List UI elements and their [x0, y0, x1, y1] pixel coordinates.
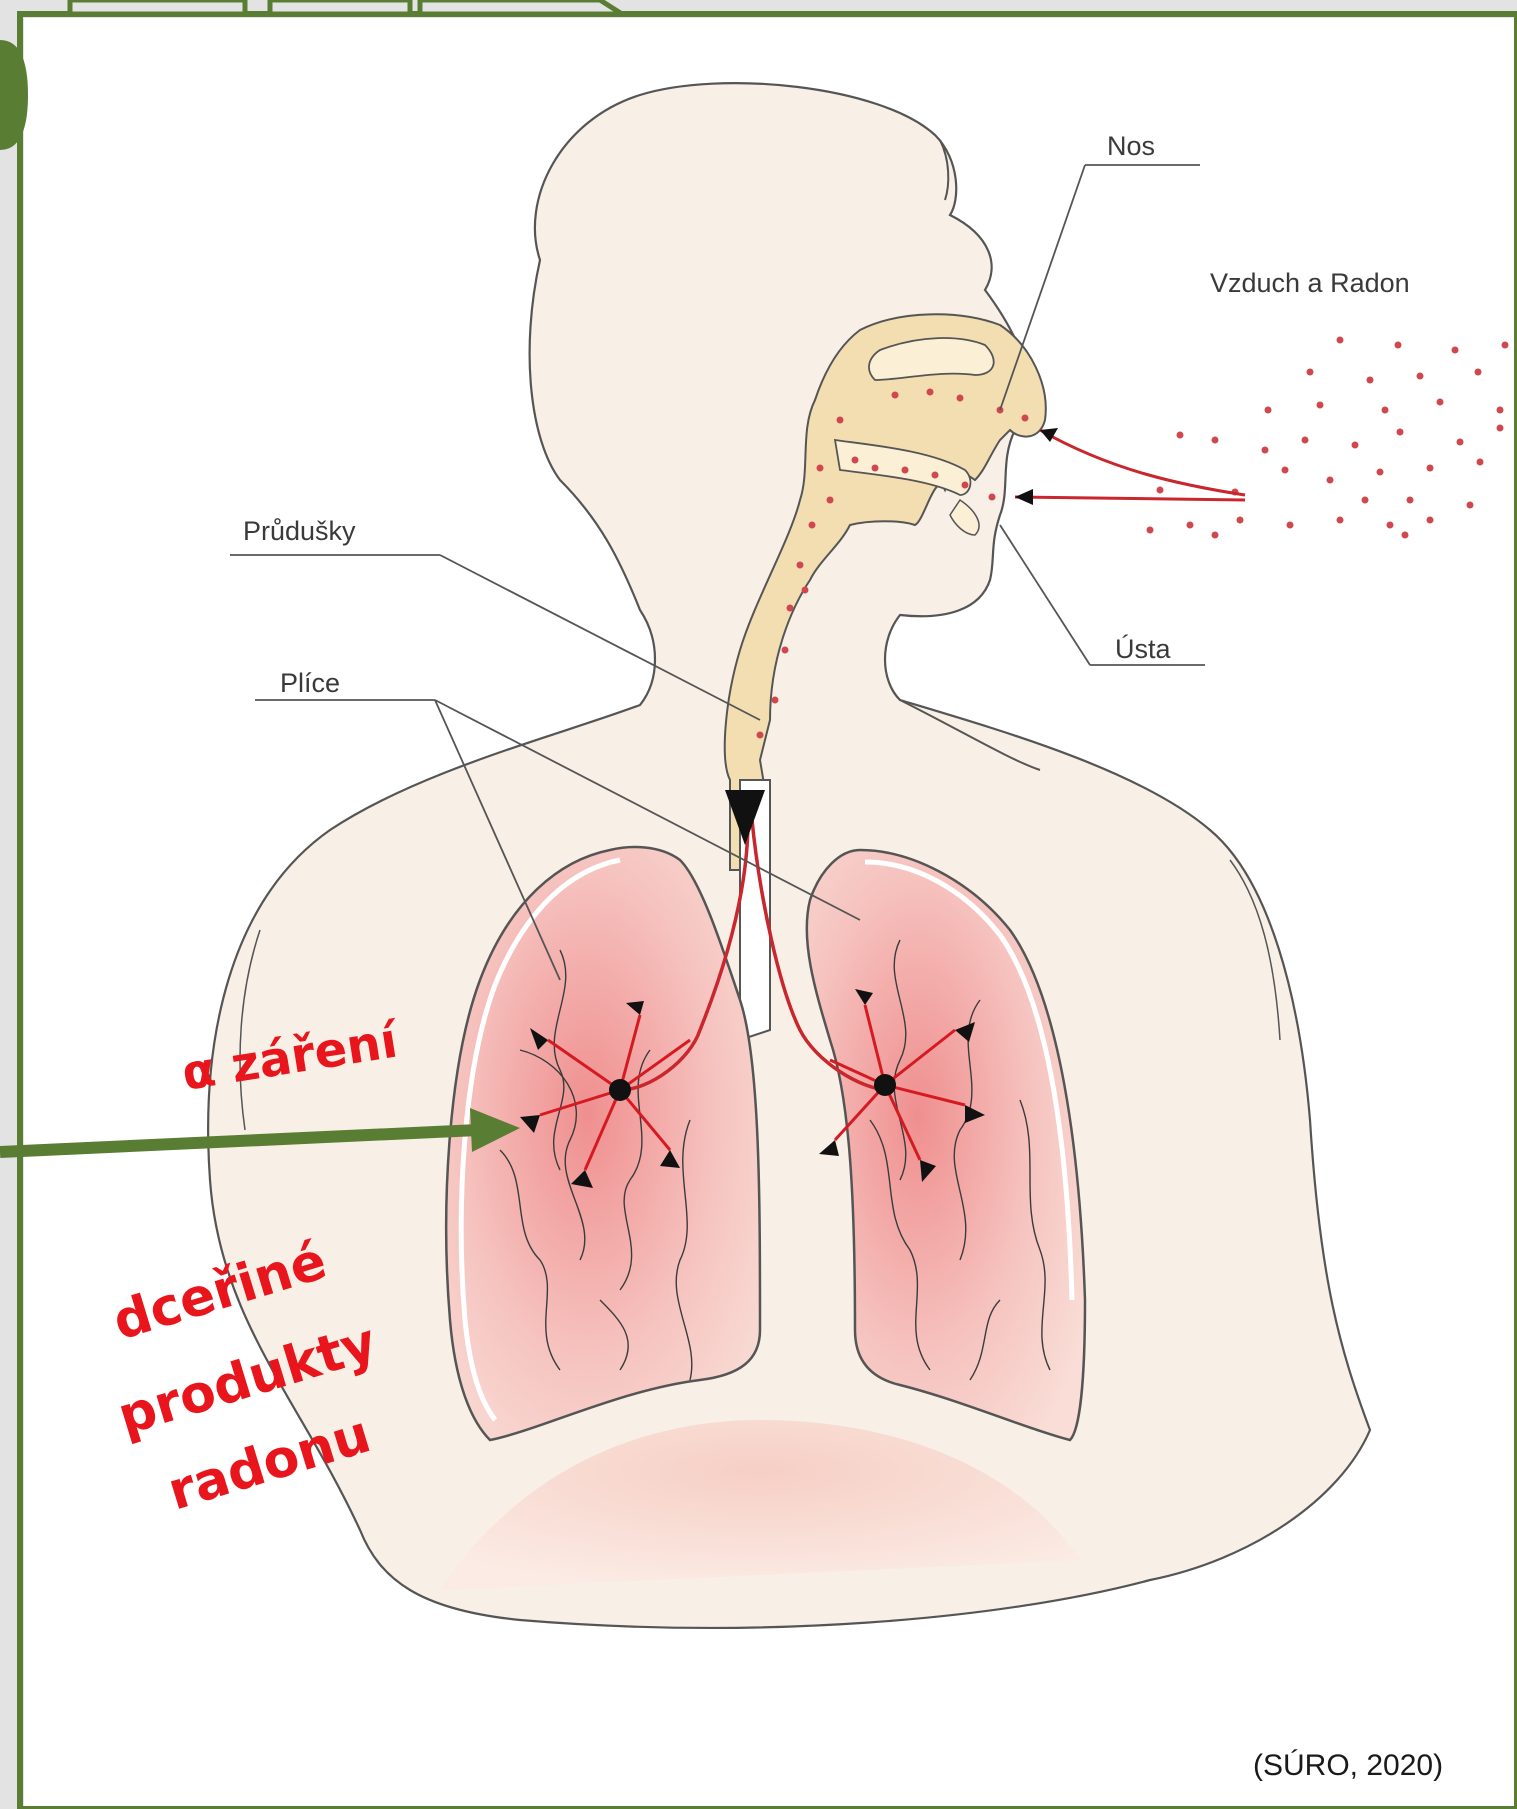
label-nose: Nos: [1107, 131, 1155, 161]
label-mouth: Ústa: [1115, 633, 1172, 664]
label-lungs: Plíce: [280, 668, 340, 698]
source-credit: (SÚRO, 2020): [1253, 1749, 1443, 1782]
label-air-radon: Vzduch a Radon: [1210, 268, 1410, 298]
label-bronchi: Průdušky: [243, 516, 356, 546]
